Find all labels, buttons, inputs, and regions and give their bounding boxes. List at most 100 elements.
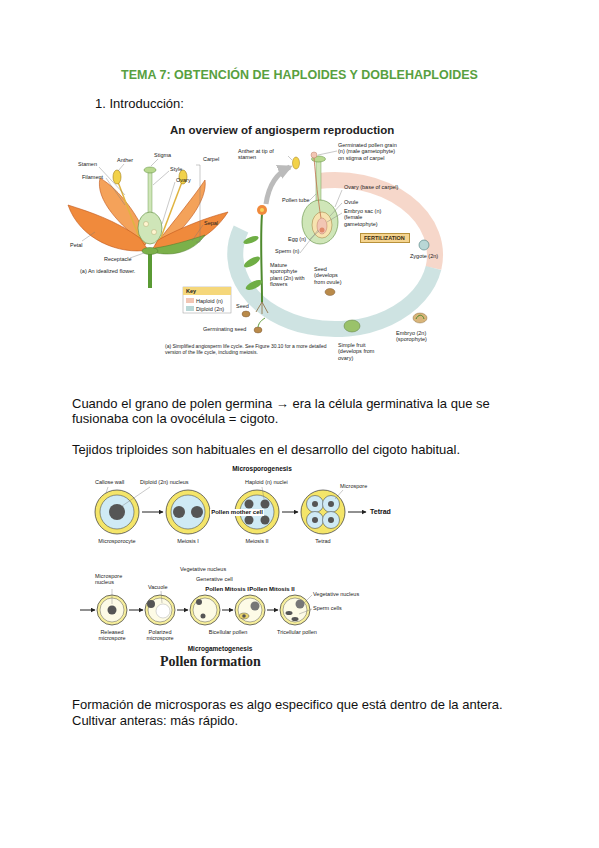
stage-label: Pollen Mitosis II [249,586,294,593]
legend-row: Diploid (2n) [186,305,224,312]
leader-line [122,487,150,506]
leader-line [262,487,264,499]
life-cycle-drawing [320,228,325,233]
part-label: Carpel [203,156,219,162]
part-label: Seed [236,303,249,309]
pollen-cells [245,500,254,509]
leader-line [99,167,125,195]
life-cycle-drawing [260,214,263,302]
life-cycle-drawing [413,313,427,323]
life-cycle-drawing [311,152,317,158]
pollen-cells [196,599,202,605]
process-arrow [282,512,298,513]
stage-label: Meiosis II [245,538,268,544]
box-text: FERTILIZATION [364,235,406,241]
process-arrow [267,610,278,611]
pollen-cells [307,496,324,513]
pollen-cells [191,506,203,518]
pollen-cells [301,490,345,534]
part-label: Receptacle [104,256,132,262]
pollen-cells [145,595,175,625]
leader-line [161,591,162,603]
part-label: Callose wall [95,479,124,485]
flower-drawing [148,252,152,288]
flower-drawing [68,205,148,251]
flower-drawing [152,235,205,254]
pollen-cells [328,501,334,507]
leader-line [130,253,144,258]
life-cycle-drawing [235,229,433,329]
part-label: Embryo (2n) (sporophyte) [396,330,434,343]
part-label: Sperm (n) [275,248,299,254]
part-label: Pollen mother cell [210,509,264,516]
life-cycle-drawing [293,157,300,169]
pollen-cells [147,600,155,608]
leader-line [162,182,175,224]
life-cycle-drawing [244,278,263,292]
leader-line [288,156,292,160]
figure-title: Pollen formation [160,654,261,670]
legend-text: Diploid (2n) [196,306,224,312]
life-cycle-drawing [242,254,261,269]
leader-line [299,609,312,614]
part-label: Microspore [340,483,367,489]
flower-drawing [144,222,149,227]
life-cycle-drawing [344,320,360,332]
flower-drawing [144,167,156,173]
life-cycle-drawing [419,240,429,250]
stage-label: Tetrad [370,508,391,516]
life-cycle-drawing [183,152,435,333]
pollen-cells [323,512,340,529]
process-arrow [222,610,233,611]
stage-label: Microsporocyte [98,538,135,544]
leader-line [327,213,342,222]
pollen-cells [148,598,172,622]
body-paragraph: Cuando el grano de polen germina → era l… [72,397,497,427]
pollen-cells [238,598,262,622]
pollen-cells [171,495,205,529]
pollen-cells [239,613,249,619]
life-cycle-drawing [314,158,321,218]
leader-line [335,190,342,207]
process-arrow [129,610,143,611]
pollen-cells [100,495,134,529]
stage-label: Bicellular pollen [209,629,248,635]
flower-drawing [68,167,228,288]
stage-label: Polarized microspore [142,629,178,642]
part-label: Haploid (n) nuclei [245,479,288,485]
pollen-cells [251,602,260,611]
life-cycle-drawing [254,327,262,333]
part-label: Style [170,166,182,172]
legend-heading: Key [186,288,196,294]
figure-title: An overview of angiosperm reproduction [170,124,394,137]
life-cycle-drawing [260,208,264,212]
legend-swatch [186,306,194,311]
pollen-cells [292,617,299,621]
legend-text: Haploid (n) [196,298,223,304]
flower-drawing [148,172,152,214]
pollen-cells [261,516,270,525]
leader-line [112,589,113,604]
body-paragraph: Formación de microsporas es algo especif… [72,698,503,713]
part-label: Sperm cells [313,605,342,611]
pollen-cells [286,611,293,615]
pollen-cells [312,517,318,523]
part-label: Vegetative nucleus [180,566,226,572]
pollen-cells [312,501,318,507]
figure-heading: Microsporogenesis [232,465,292,472]
figure-caption: (a) Simplified angiosperm life cycle. Se… [165,344,330,356]
stage-label: Released microspore [94,629,130,642]
process-arrow [348,512,366,513]
part-label: Pollen tube [282,197,310,203]
part-label: Ovary (base of carpel) [344,184,400,190]
life-cycle-drawing [242,311,250,317]
pollen-cells [245,516,254,525]
part-label: Stamen [78,161,97,167]
life-cycle-drawing [416,315,424,319]
legend-row: Haploid (n) [186,297,223,304]
stage-label: Meiosis I [177,538,199,544]
pollen-cells [242,614,246,618]
leader-line [192,225,203,241]
pollen-cells [235,595,265,625]
pollen-cells [328,517,334,523]
